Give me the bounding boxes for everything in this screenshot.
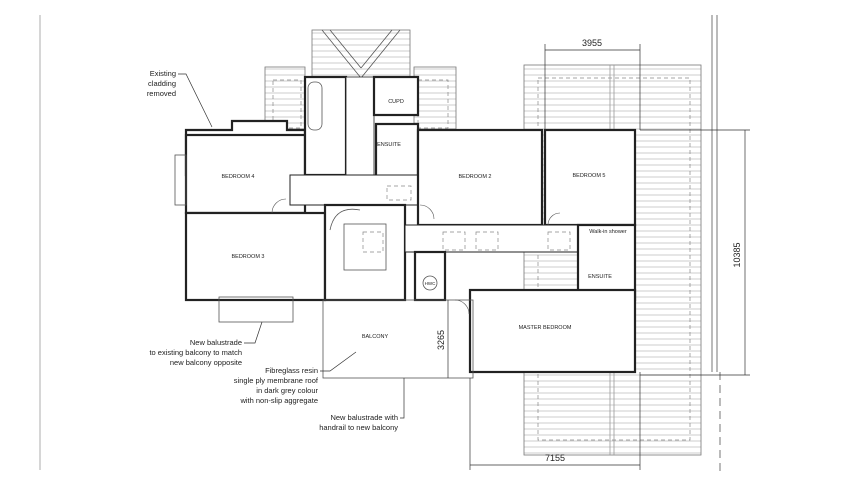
note-cladding: Existing cladding removed [147,69,213,128]
room-label-cupd: CUPD [388,99,404,105]
dimension-right: 10385 [640,129,750,376]
svg-text:cladding: cladding [148,79,176,88]
svg-text:New balustrade with: New balustrade with [330,413,398,422]
room-label-bedroom-5: BEDROOM 5 [572,173,605,179]
room-cupd [372,75,420,117]
room-walkin-ensuite [576,223,637,302]
dimension-bottom: 7155 [469,372,641,470]
room-label-bedroom-3: BEDROOM 3 [231,254,264,260]
room-bedroom-3 [184,211,327,302]
room-label-walk-in-shower: Walk-in shower [589,229,627,235]
room-bedroom-5 [543,128,637,227]
note-roof: Fibreglass resin single ply membrane roo… [234,351,357,405]
svg-text:10385: 10385 [732,242,742,267]
dimension-top: 3955 [544,38,641,130]
stairwell [323,203,407,302]
note-balustrade-new: New balustrade with handrail to new balc… [319,378,405,432]
svg-text:to existing balcony to match: to existing balcony to match [149,348,242,357]
room-bathroom [303,75,348,177]
svg-text:3265: 3265 [436,330,446,350]
svg-text:7155: 7155 [545,453,565,463]
room-label-bedroom-4: BEDROOM 4 [221,174,254,180]
svg-text:in dark grey colour: in dark grey colour [256,386,318,395]
svg-text:Fibreglass resin: Fibreglass resin [265,366,318,375]
room-label-master-bedroom: MASTER BEDROOM [519,325,572,331]
building [174,75,637,379]
svg-text:single ply membrane roof: single ply membrane roof [234,376,319,385]
room-label-bedroom-2: BEDROOM 2 [458,174,491,180]
svg-text:New balustrade: New balustrade [190,338,242,347]
note-balustrade-existing: New balustrade to existing balcony to ma… [149,321,263,367]
room-ensuite-1 [374,122,420,180]
room-label-hwc: HWC [425,281,436,286]
room-label-balcony: BALCONY [362,334,389,340]
dimension-balcony: 3265 [436,300,449,378]
room-master-bedroom [468,288,637,374]
svg-text:Existing: Existing [150,69,176,78]
svg-text:removed: removed [147,89,176,98]
svg-text:3955: 3955 [582,38,602,48]
svg-text:handrail to new balcony: handrail to new balcony [319,423,398,432]
existing-balcony [218,296,294,323]
room-label-ensuite-2: ENSUITE [588,274,612,280]
svg-text:new balcony opposite: new balcony opposite [170,358,242,367]
balcony-area [322,299,474,379]
svg-text:with non-slip aggregate: with non-slip aggregate [239,396,318,405]
room-label-ensuite: ENSUITE [377,142,401,148]
